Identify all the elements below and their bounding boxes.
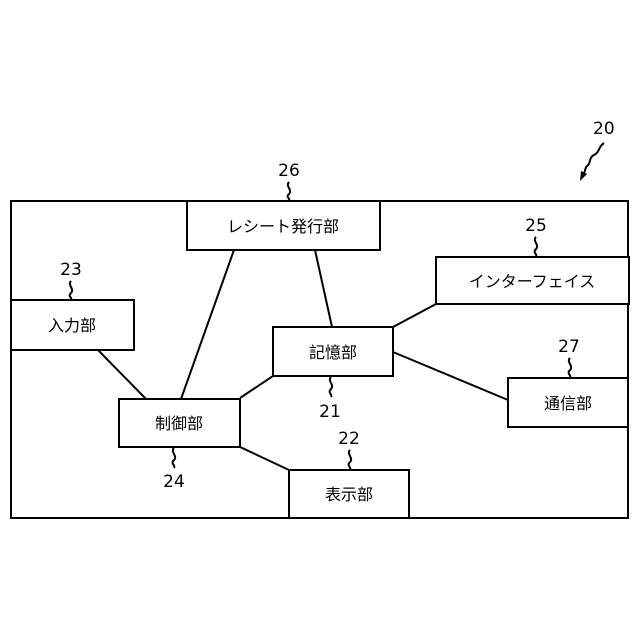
line-storage-comm [393,352,508,400]
ref-23: 23 [60,260,82,280]
line-control-display [240,447,289,470]
block-input-label: 入力部 [48,316,96,335]
block-display: 表示部 [289,470,409,518]
block-display-label: 表示部 [325,485,373,504]
ref-22: 22 [338,429,360,449]
block-control: 制御部 [119,399,240,447]
ref-25: 25 [525,216,547,236]
line-storage-interface [393,304,436,327]
ref-20-leader [583,143,604,177]
ref-21: 21 [319,402,341,422]
block-receipt-label: レシート発行部 [227,217,339,236]
ref-24-leader [173,448,176,468]
ref-26: 26 [278,161,300,181]
ref-27: 27 [558,337,580,357]
line-receipt-storage [315,250,332,327]
block-comm-label: 通信部 [544,394,592,413]
block-comm: 通信部 [508,378,628,427]
line-control-storage [240,376,273,398]
line-input-control [98,350,146,399]
line-receipt-control [181,250,234,399]
block-interface-label: インターフェイス [469,272,596,291]
ref-23-leader [70,281,73,300]
ref-20-arrowhead [580,171,587,181]
ref-24: 24 [163,472,185,492]
block-storage: 記憶部 [273,327,393,376]
block-receipt: レシート発行部 [187,201,380,250]
ref-25-leader [535,237,538,257]
block-interface: インターフェイス [436,257,629,304]
ref-26-leader [288,182,291,201]
ref-21-leader [330,377,333,397]
ref-20: 20 [593,119,615,139]
ref-22-leader [349,450,352,470]
block-control-label: 制御部 [155,414,203,433]
block-storage-label: 記憶部 [309,343,357,362]
ref-27-leader [569,358,572,378]
block-input: 入力部 [11,300,134,350]
